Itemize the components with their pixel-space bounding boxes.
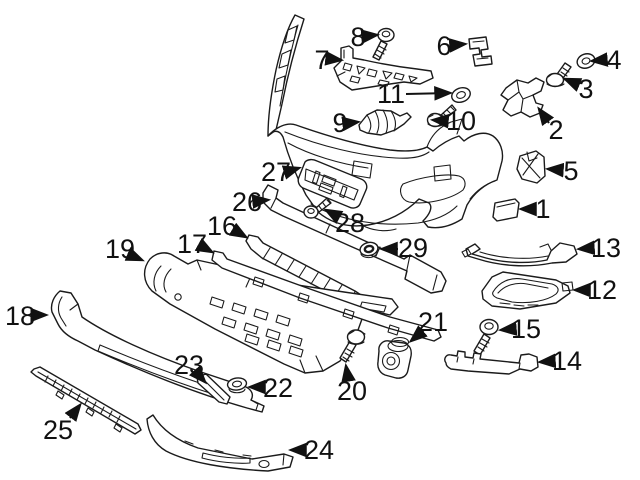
part-14-bracket[interactable] (444, 350, 539, 375)
callout-25-label[interactable]: 25 (43, 415, 73, 445)
part-24-lower-trim[interactable] (146, 414, 294, 472)
part-6-clip[interactable] (468, 36, 493, 67)
part-12-fog-lamp-bezel[interactable] (481, 271, 574, 310)
callout-4-label[interactable]: 4 (606, 45, 621, 75)
part-27-license-plate-bracket[interactable] (297, 158, 368, 209)
callout-15-arrow (497, 321, 518, 336)
callout-28-label[interactable]: 28 (335, 208, 365, 238)
part-21-sensor-retainer[interactable] (377, 336, 412, 379)
callout-5-arrow (544, 162, 565, 178)
callout-4-arrow (588, 52, 609, 67)
callout-14-arrow (536, 353, 557, 369)
callout-6-arrow (448, 38, 469, 53)
part-11-grommet[interactable] (450, 85, 473, 105)
callout-1-label[interactable]: 1 (535, 194, 550, 224)
callout-23-arrow (189, 365, 208, 385)
part-3-bolt[interactable] (545, 62, 572, 88)
callout-3-arrow (562, 77, 583, 92)
callout-20-arrow (341, 362, 356, 383)
callout-12-label[interactable]: 12 (587, 275, 617, 305)
part-13-bracket[interactable] (461, 242, 578, 267)
part-29-rivet[interactable] (359, 241, 379, 259)
callout-11-arrow (405, 86, 454, 101)
callout-6-label[interactable]: 6 (436, 31, 451, 61)
part-25-molding-strip[interactable] (30, 366, 142, 435)
part-15-bolt[interactable] (473, 318, 499, 356)
callout-24-label[interactable]: 24 (304, 435, 334, 465)
callout-8-arrow (360, 29, 381, 44)
callout-2-label[interactable]: 2 (548, 115, 563, 145)
part-20-bolt[interactable] (339, 329, 366, 363)
callout-2-arrow (537, 106, 555, 127)
part-28-bolt[interactable] (303, 197, 332, 219)
callout-7-label[interactable]: 7 (314, 45, 329, 75)
callout-21-label[interactable]: 21 (418, 307, 448, 337)
callout-27-label[interactable]: 27 (261, 157, 291, 187)
callout-8-label[interactable]: 8 (350, 22, 365, 52)
callout-15-label[interactable]: 15 (511, 314, 541, 344)
callout-10-label[interactable]: 10 (446, 106, 476, 136)
callout-14-label[interactable]: 14 (552, 346, 582, 376)
part-5-bracket[interactable] (516, 150, 546, 184)
part-2-bracket[interactable] (500, 77, 545, 118)
callout-27-arrow (281, 165, 303, 180)
callout-10-arrow (429, 113, 450, 129)
callout-9-label[interactable]: 9 (332, 108, 347, 138)
callout-21-arrow (408, 325, 428, 344)
callout-7-arrow (324, 50, 345, 66)
callout-13-arrow (575, 240, 596, 256)
callout-5-label[interactable]: 5 (563, 156, 578, 186)
callout-19-label[interactable]: 19 (105, 234, 135, 264)
part-26-absorber-bar[interactable] (262, 184, 447, 294)
callout-26-arrow (251, 194, 272, 209)
callout-19-arrow (124, 247, 145, 262)
callout-17-arrow (194, 237, 215, 254)
callout-25-arrow (64, 402, 82, 422)
callout-13-label[interactable]: 13 (591, 233, 621, 263)
callout-labels: 1 2 3 4 5 6 7 8 9 10 11 12 13 14 15 16 1… (5, 22, 622, 465)
callout-26-label[interactable]: 26 (232, 187, 262, 217)
callout-11-label[interactable]: 11 (377, 79, 405, 109)
callout-3-label[interactable]: 3 (578, 74, 593, 104)
part-22-grommet[interactable] (226, 377, 248, 394)
part-7-mount-bracket[interactable] (333, 45, 434, 91)
callout-20-label[interactable]: 20 (337, 376, 367, 406)
callout-arrows (30, 29, 609, 458)
part-8-bolt[interactable] (372, 27, 395, 61)
callout-28-arrow (323, 208, 344, 224)
callout-23-label[interactable]: 23 (174, 350, 204, 380)
callout-18-label[interactable]: 18 (5, 301, 35, 331)
callout-16-arrow (228, 222, 249, 239)
part-1-cover-plate[interactable] (492, 198, 520, 222)
callout-29-label[interactable]: 29 (398, 233, 428, 263)
callout-17-label[interactable]: 17 (177, 229, 207, 259)
callout-16-label[interactable]: 16 (207, 211, 237, 241)
part-17-support-rail[interactable] (211, 250, 442, 342)
callout-9-arrow (341, 116, 362, 132)
part-9-bracket[interactable] (358, 109, 412, 136)
callout-22-label[interactable]: 22 (263, 373, 293, 403)
